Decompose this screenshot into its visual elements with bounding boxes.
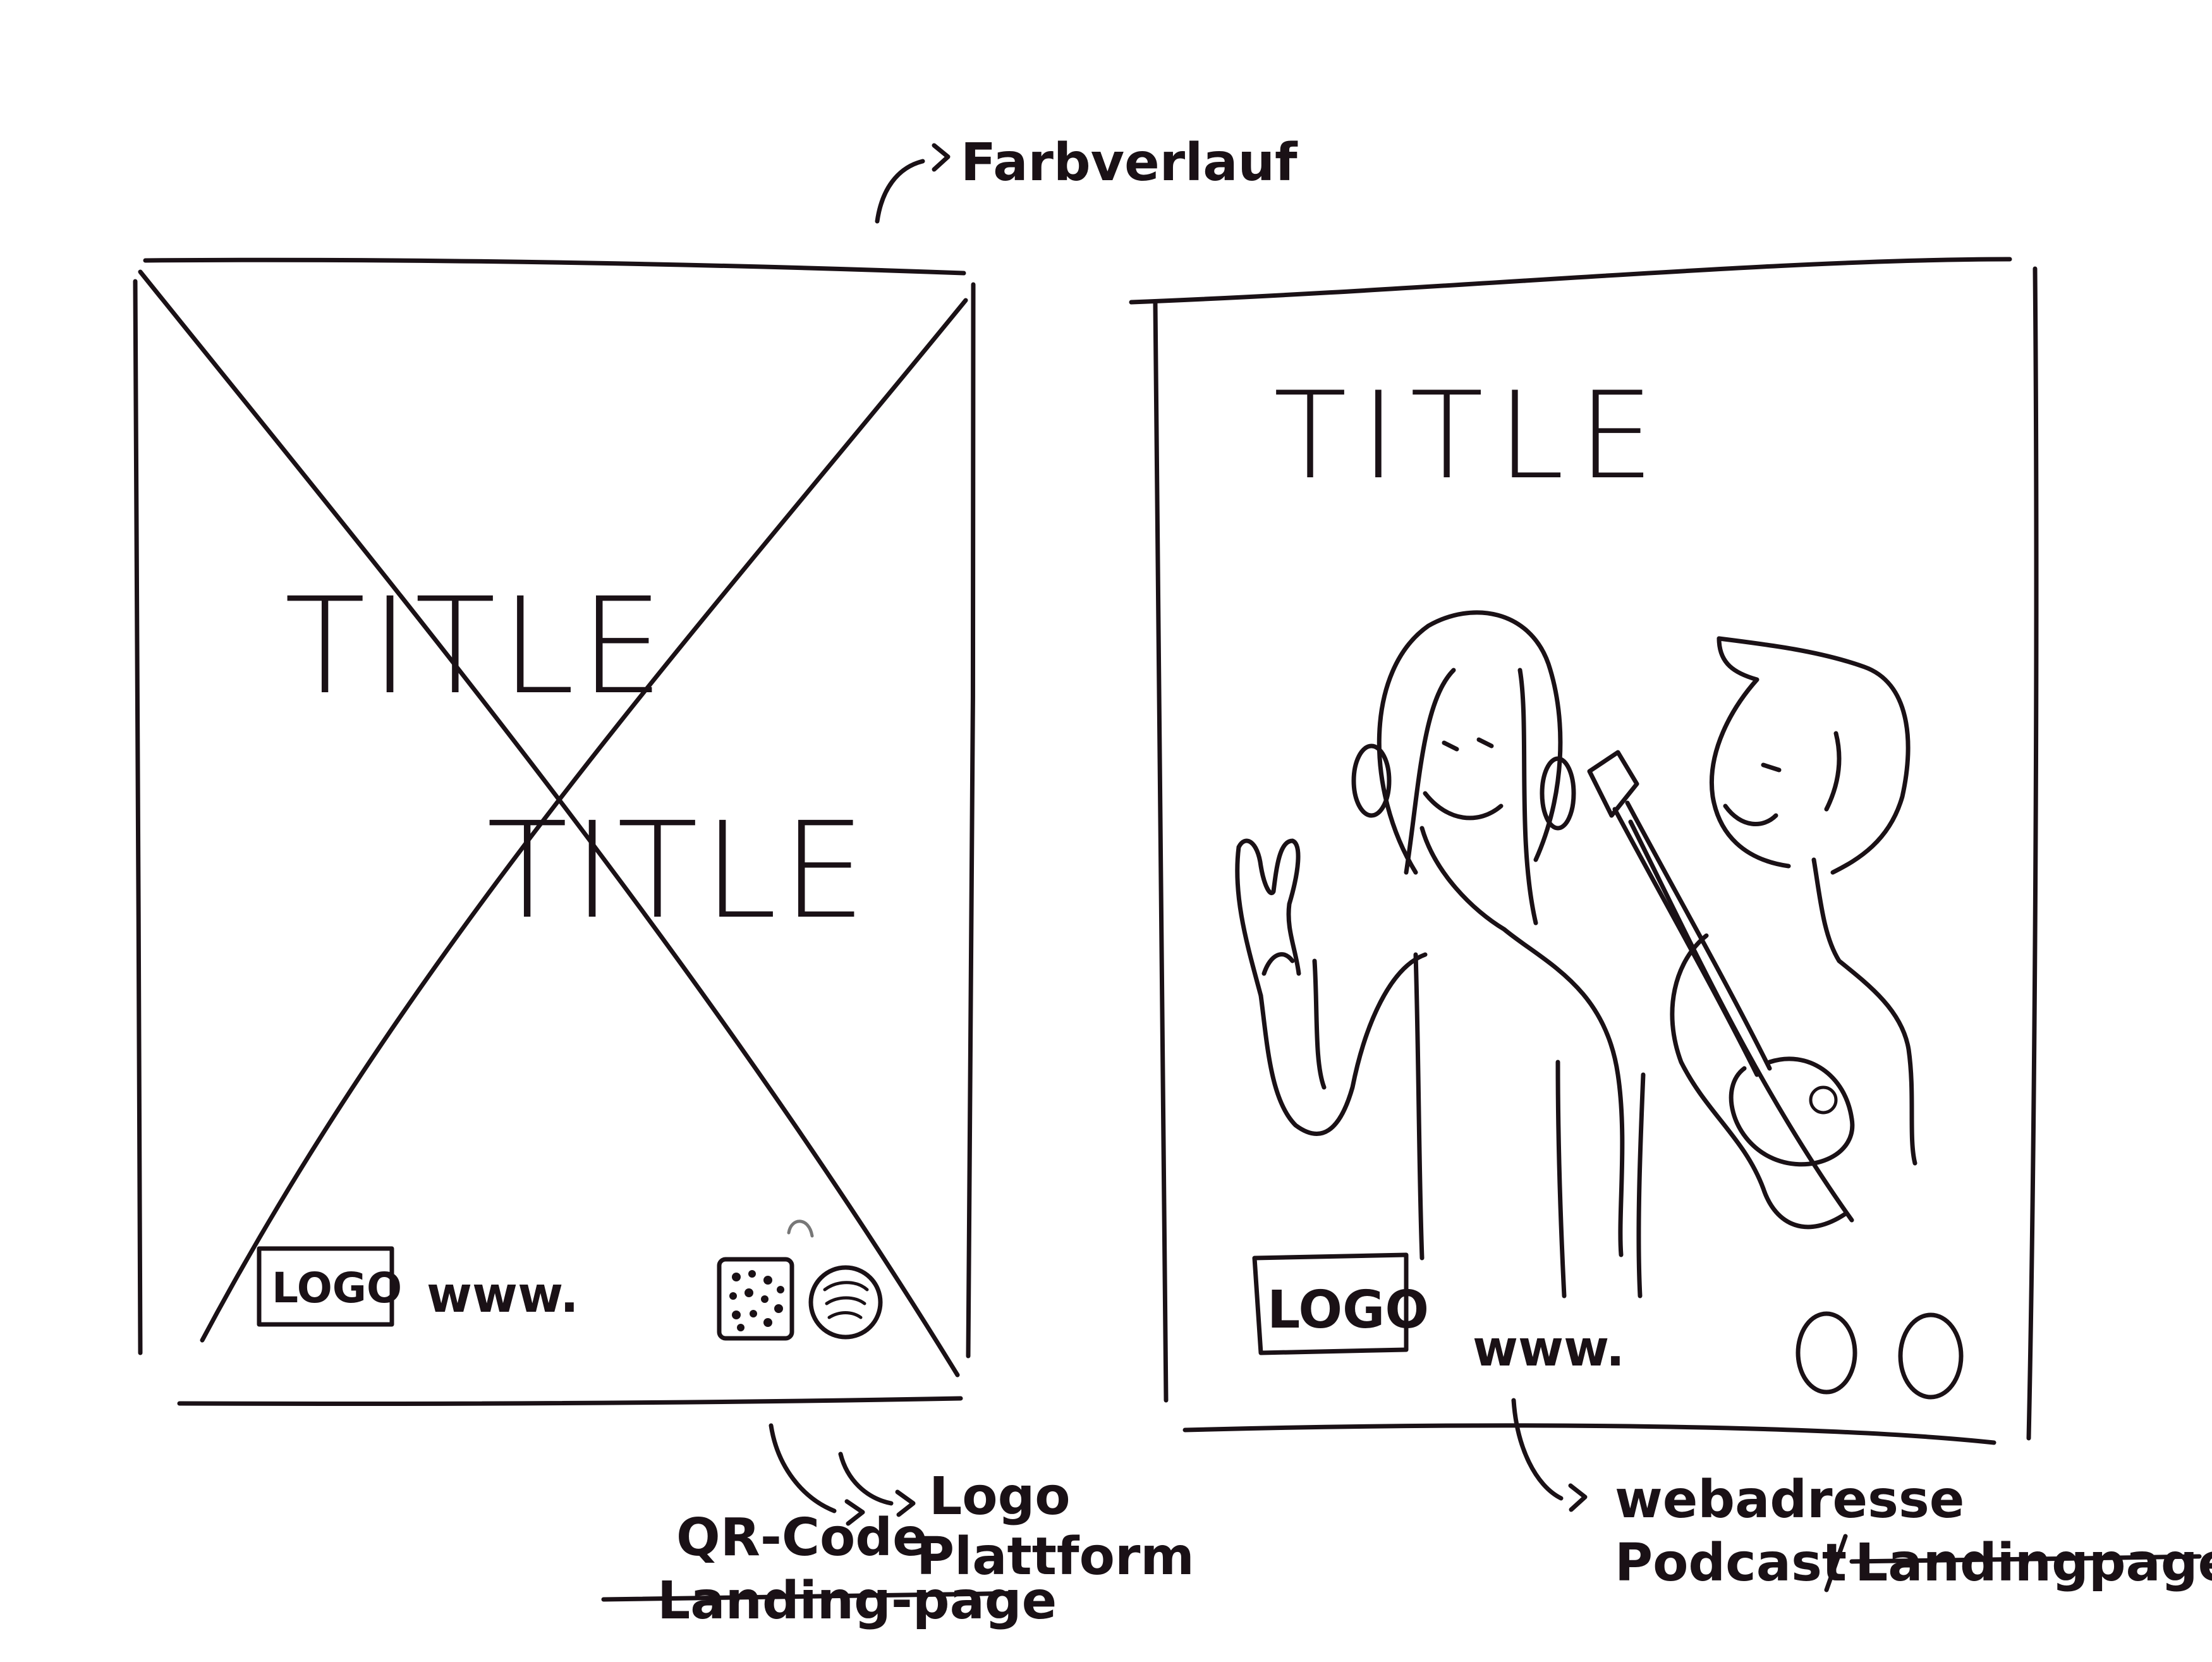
poster-right-frame-right (2026, 266, 2039, 1441)
man-hair (1717, 636, 1911, 875)
poster-left-url: www. (427, 1267, 579, 1324)
poster-right-frame-top (1129, 257, 2012, 305)
poster-left-frame-top (143, 257, 966, 276)
poster-right: TITLE (1129, 257, 2039, 1445)
woman-smile (1423, 791, 1504, 821)
strike-through-line-right (1849, 1554, 2202, 1564)
poster-right-logo: LOGO (1267, 1280, 1429, 1340)
platform-icon (808, 1265, 883, 1340)
woman-with-headphones-illustration (1235, 610, 1625, 1298)
poster-left-title-1: TITLE (284, 569, 669, 724)
poster-right-url: www. (1473, 1321, 1625, 1378)
man-with-violin-illustration (1587, 636, 1917, 1298)
annotation-logo-platform: Logo Plattform QR-Code Landing-page (601, 1423, 1194, 1631)
poster-left-frame-left (133, 279, 143, 1355)
man-smile (1723, 804, 1778, 826)
poster-left-logo: LOGO (272, 1264, 402, 1312)
annotation-podcast-text: Podcast (1615, 1533, 1847, 1593)
poster-left-frame-bottom (177, 1396, 963, 1407)
platform-icon-2 (1898, 1312, 1964, 1400)
cross-line-1 (138, 269, 960, 1378)
annotation-platform-text: Plattform (916, 1527, 1194, 1587)
platform-icon-1 (1796, 1311, 1857, 1395)
cross-line-2 (200, 298, 968, 1343)
poster-left-title-2: TITLE (487, 793, 871, 948)
violin-scroll (1587, 750, 1639, 818)
poster-left-frame-right (966, 282, 976, 1359)
poster-left-logo-box (257, 1246, 394, 1327)
annotation-logo-text: Logo (929, 1467, 1071, 1527)
headphone-right-icon (1540, 756, 1576, 831)
poster-left: TITLE TITLE LOGO www. (133, 257, 976, 1407)
woman-hair (1376, 610, 1563, 875)
qr-code-icon (717, 1257, 794, 1341)
poster-right-frame-left (1153, 301, 1169, 1403)
annotation-landing-struck-text: Landing-page (657, 1571, 1057, 1631)
annotation-web-text: webadresse (1615, 1470, 1964, 1530)
violin-body (1729, 1056, 1855, 1167)
annotation-qr-text: QR-Code (676, 1508, 928, 1568)
annotation-gradient-text: Farbverlauf (961, 133, 1298, 193)
poster-right-title: TITLE (1273, 366, 1668, 506)
annotation-landing-right-struck-text: Landingpage (1855, 1533, 2212, 1593)
small-hook-mark (787, 1219, 814, 1238)
peace-hand (1235, 838, 1301, 998)
annotation-web-address: webadresse Podcast Landingpage (1511, 1398, 2212, 1593)
strike-through-line (601, 1591, 1017, 1602)
poster-right-frame-bottom (1182, 1423, 1996, 1445)
poster-right-logo-box (1252, 1252, 1409, 1355)
headphone-left-icon (1351, 743, 1392, 818)
annotation-gradient: Farbverlauf (875, 133, 1298, 224)
